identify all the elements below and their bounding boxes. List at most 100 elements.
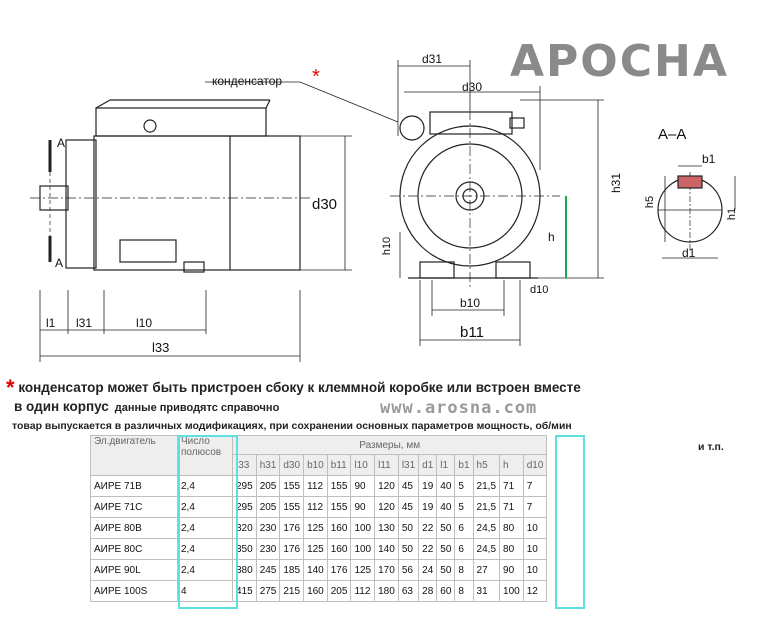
dim-cell: 21,5 (472, 475, 501, 497)
col-dims-header: Размеры, мм (231, 435, 548, 455)
dim-cell: 160 (326, 517, 352, 539)
dim-cell: 19 (418, 475, 438, 497)
dim-cell: 155 (279, 475, 305, 497)
dim-a-bottom: A (55, 256, 64, 270)
motor-cell: АИРЕ 71В (90, 475, 178, 497)
dim-cell: 7 (522, 475, 548, 497)
dim-d1: d1 (682, 246, 696, 260)
dim-cell: 125 (350, 559, 376, 581)
dim-cell: 5 (454, 496, 474, 518)
note-line1: конденсатор может быть пристроен сбоку к… (18, 380, 581, 395)
dim-cell: 24 (418, 559, 438, 581)
dim-cell: 245 (255, 559, 281, 581)
dim-cell: 140 (374, 538, 399, 560)
dim-cell: 125 (303, 517, 328, 539)
dim-cell: 215 (279, 580, 305, 602)
dim-h5: h5 (644, 195, 657, 209)
dim-cell: 45 (397, 496, 420, 518)
dim-cell: 24,5 (472, 538, 501, 560)
dim-d30-top: d30 (462, 80, 483, 94)
brand-logo: APOCHA (510, 36, 729, 87)
dim-d31: d31 (422, 52, 443, 66)
subheader-cell: l31 (397, 454, 420, 476)
dim-l1: l1 (46, 316, 56, 330)
dim-h: h (548, 230, 555, 244)
subheader-cell: d30 (279, 454, 305, 476)
dim-l31: l31 (76, 316, 93, 330)
dim-cell: 155 (326, 496, 352, 518)
subheader-cell: b1 (454, 454, 474, 476)
dim-b10: b10 (460, 296, 481, 310)
dim-cell: 112 (303, 496, 328, 518)
capacitor-asterisk: * (312, 66, 320, 88)
dim-cell: 176 (279, 538, 305, 560)
motor-cell: АИРЕ 90L (90, 559, 178, 581)
dim-cell: 31 (472, 580, 501, 602)
dim-cell: 8 (454, 559, 474, 581)
dim-cell: 21,5 (472, 496, 501, 518)
subheader-cell: h5 (472, 454, 501, 476)
motor-cell: АИРЕ 80С (90, 538, 178, 560)
dim-cell: 50 (436, 517, 456, 539)
dim-cell: 205 (255, 475, 281, 497)
dim-cell: 155 (279, 496, 305, 518)
dim-cell: 40 (436, 475, 456, 497)
subheader-cell: l10 (350, 454, 376, 476)
highlight-h-column (555, 435, 585, 609)
website-watermark: www.arosna.com (380, 398, 538, 418)
dim-cell: 6 (454, 517, 474, 539)
dim-cell: 80 (499, 517, 524, 539)
subheader-cell: l33 (232, 454, 257, 476)
dim-cell: 28 (418, 580, 438, 602)
dim-cell: 63 (397, 580, 420, 602)
capacitor-label: конденсатор (212, 74, 283, 88)
section-title: A–A (658, 126, 687, 143)
note-capacitor: * конденсатор может быть пристроен сбоку… (6, 375, 581, 401)
dim-d30-side: d30 (312, 196, 338, 213)
dim-cell: 71 (499, 496, 524, 518)
dim-cell: 90 (350, 475, 376, 497)
subheader-cell: l1 (436, 454, 456, 476)
motor-cell: АИРЕ 80В (90, 517, 178, 539)
dim-cell: 19 (418, 496, 438, 518)
motor-cell: АИРЕ 100S (90, 580, 178, 602)
dim-cell: 56 (397, 559, 420, 581)
dim-cell: 100 (350, 517, 376, 539)
dim-h10: h10 (381, 236, 394, 256)
subheader-cell: l11 (374, 454, 399, 476)
dim-cell: 125 (303, 538, 328, 560)
dim-cell: 160 (326, 538, 352, 560)
dim-cell: 90 (350, 496, 376, 518)
dim-cell: 71 (499, 475, 524, 497)
dim-cell: 205 (326, 580, 352, 602)
subheader-cell: b10 (303, 454, 328, 476)
dim-cell: 50 (436, 538, 456, 560)
dim-cell: 10 (522, 517, 548, 539)
dim-cell: 24,5 (472, 517, 501, 539)
dim-h31: h31 (609, 172, 624, 194)
dim-cell: 185 (279, 559, 305, 581)
dim-cell: 8 (454, 580, 474, 602)
dim-cell: 5 (454, 475, 474, 497)
subheader-cell: h (499, 454, 524, 476)
highlight-poles-column (178, 435, 238, 609)
dim-cell: 60 (436, 580, 456, 602)
dim-cell: 120 (374, 496, 399, 518)
subheader-cell: d10 (522, 454, 548, 476)
subheader-cell: h31 (255, 454, 281, 476)
dim-cell: 120 (374, 475, 399, 497)
dim-cell: 50 (397, 517, 420, 539)
dim-cell: 80 (499, 538, 524, 560)
dim-cell: 205 (255, 496, 281, 518)
dim-cell: 112 (350, 580, 376, 602)
dim-cell: 275 (255, 580, 281, 602)
note-etc: и т.п. (698, 441, 724, 453)
dim-cell: 112 (303, 475, 328, 497)
